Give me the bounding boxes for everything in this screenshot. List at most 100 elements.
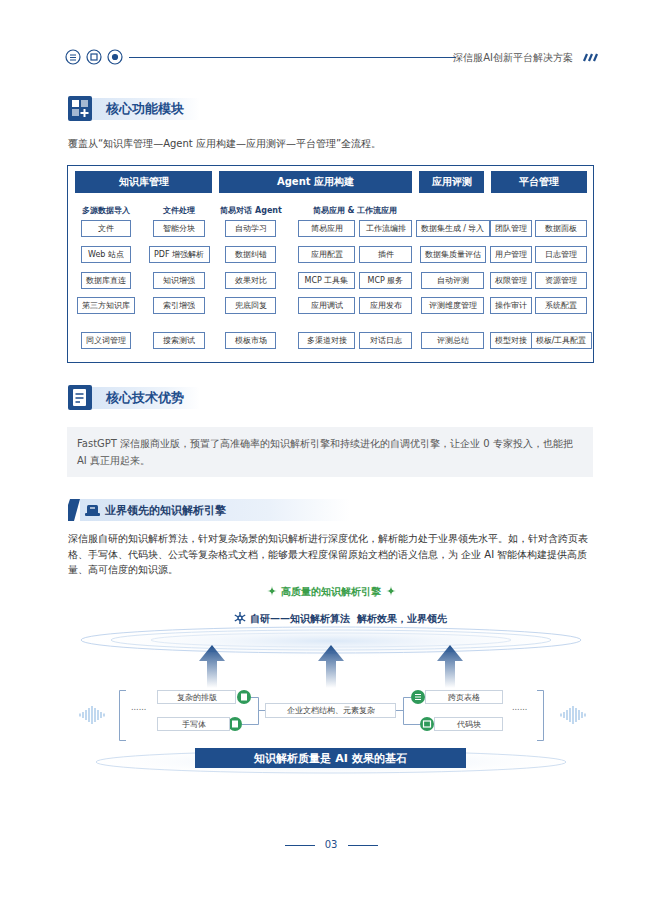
- ellipsis: ......: [512, 703, 536, 712]
- node-text: PDF 增强解析: [154, 249, 204, 260]
- sound-wave: [100, 712, 101, 718]
- sound-wave: [578, 710, 579, 720]
- page-number-rule: [285, 845, 315, 846]
- section-icon: [76, 394, 84, 402]
- sound-wave: [88, 708, 89, 722]
- platform-glow: [151, 633, 511, 647]
- node-text: 模型对接: [495, 335, 527, 346]
- feature-cell: 数据纠错: [225, 246, 276, 263]
- subsection-band: [87, 505, 98, 514]
- node-text: 搜索测试: [163, 335, 195, 346]
- feature-cell: 自动学习: [225, 220, 276, 237]
- section-icon: [72, 100, 79, 107]
- feature-tag: 复杂的排版: [157, 690, 236, 704]
- feature-cell: 对话日志: [359, 332, 412, 349]
- feature-cell: 自动评测: [421, 272, 484, 289]
- node-text: 简易应用: [311, 223, 343, 234]
- document-icon: [424, 721, 431, 727]
- feature-cell: 搜索测试: [153, 332, 205, 349]
- node-text: 企业文档结构、元素复杂: [287, 705, 375, 716]
- node-text: MCP 服务: [368, 275, 404, 286]
- feature-cell: 效果对比: [225, 272, 276, 289]
- subsection-band: [90, 507, 95, 508]
- bracket: [120, 691, 544, 741]
- node-text: 平台管理: [519, 175, 559, 189]
- node-text: 同义词管理: [86, 335, 126, 346]
- node-text: 核心功能模块: [106, 100, 184, 118]
- feature-cell: MCP 服务: [359, 272, 412, 289]
- sound-wave: [82, 712, 83, 718]
- node-text: 应用发布: [370, 300, 402, 311]
- sound-wave: [584, 714, 585, 717]
- joining-wire: [242, 698, 420, 725]
- column-header: 平台管理: [491, 171, 587, 193]
- feature-cell: 团队管理: [490, 220, 532, 237]
- feature-cell: 日志管理: [535, 246, 587, 263]
- node-text: 知识解析质量是 AI 效果的基石: [254, 751, 406, 766]
- snowflake-symbol: [235, 612, 245, 624]
- node-text: 应用配置: [311, 249, 343, 260]
- node-text: 代码块: [457, 719, 481, 730]
- header-rule: [584, 54, 597, 61]
- section-icon: [73, 389, 86, 406]
- center-tag: 企业文档结构、元素复杂: [265, 703, 396, 718]
- bracket: [537, 691, 544, 741]
- header-icons: [66, 50, 80, 64]
- document-icon: [411, 690, 425, 704]
- node-text: 智能分块: [163, 223, 195, 234]
- feature-cell: 评测总结: [421, 332, 484, 349]
- sound-wave: [103, 714, 104, 717]
- subsection-band: [68, 499, 80, 521]
- sound-wave: [94, 708, 95, 722]
- node-text: 应用调试: [311, 300, 343, 311]
- feature-cell: 用户管理: [490, 246, 532, 263]
- feature-cell: MCP 工具集: [298, 272, 355, 289]
- feature-cell: 应用调试: [298, 297, 355, 314]
- feature-cell: 工作流编排: [359, 220, 412, 237]
- sound-wave: [569, 708, 570, 722]
- node-text: FastGPT 深信服商业版，预置了高准确率的知识解析引擎和持续进化的自调优引擎…: [77, 435, 583, 469]
- section-icon: [72, 109, 79, 116]
- feature-cell: 数据集生成 / 导入: [416, 220, 490, 237]
- feature-cell: 知识增强: [153, 272, 205, 289]
- document-icon: [237, 690, 251, 704]
- header-icons: [113, 55, 118, 60]
- page-number-rule: [348, 845, 378, 846]
- subsection-band: [85, 513, 100, 516]
- node-text: 业界领先的知识解析引擎: [105, 503, 226, 518]
- node-text: 用户管理: [495, 249, 527, 260]
- feature-tag: 代码块: [434, 717, 503, 731]
- node-text: 知识库管理: [119, 175, 169, 189]
- document-icon: [232, 721, 238, 728]
- node-text: 权限管理: [495, 275, 527, 286]
- column-header: 知识库管理: [75, 171, 212, 193]
- up-arrow: [199, 645, 225, 688]
- feature-cell: PDF 增强解析: [149, 246, 210, 263]
- node-text: 评测维度管理: [429, 300, 477, 311]
- snowflake-symbol: [238, 616, 242, 620]
- node-text: 复杂的排版: [177, 692, 217, 703]
- node-text: 日志管理: [545, 249, 577, 260]
- node-text: 系统配置: [545, 300, 577, 311]
- page-number: 03: [301, 839, 361, 850]
- node-text: 团队管理: [495, 223, 527, 234]
- snowflake-symbol: [235, 612, 245, 624]
- column-header: Agent 应用构建: [219, 171, 412, 193]
- module-frame: [68, 166, 594, 363]
- header-icons: [87, 50, 101, 64]
- section-heading: 核心功能模块: [92, 98, 200, 120]
- feature-cell: 模型对接: [490, 332, 532, 349]
- feature-tag: 手写体: [157, 717, 230, 731]
- feature-cell: 系统配置: [535, 297, 587, 314]
- feature-cell: 数据集质量评估: [420, 246, 486, 263]
- feature-cell: 资源管理: [535, 272, 587, 289]
- feature-cell: 权限管理: [490, 272, 532, 289]
- node-text: 操作审计: [495, 300, 527, 311]
- sparkle-symbol: [386, 586, 396, 596]
- node-text: 数据集生成 / 导入: [421, 223, 485, 234]
- column-header: 应用评测: [419, 171, 484, 193]
- feature-cell: 应用发布: [359, 297, 412, 314]
- sub-heading: 多源数据导入: [66, 205, 146, 216]
- section-icon: [81, 109, 89, 117]
